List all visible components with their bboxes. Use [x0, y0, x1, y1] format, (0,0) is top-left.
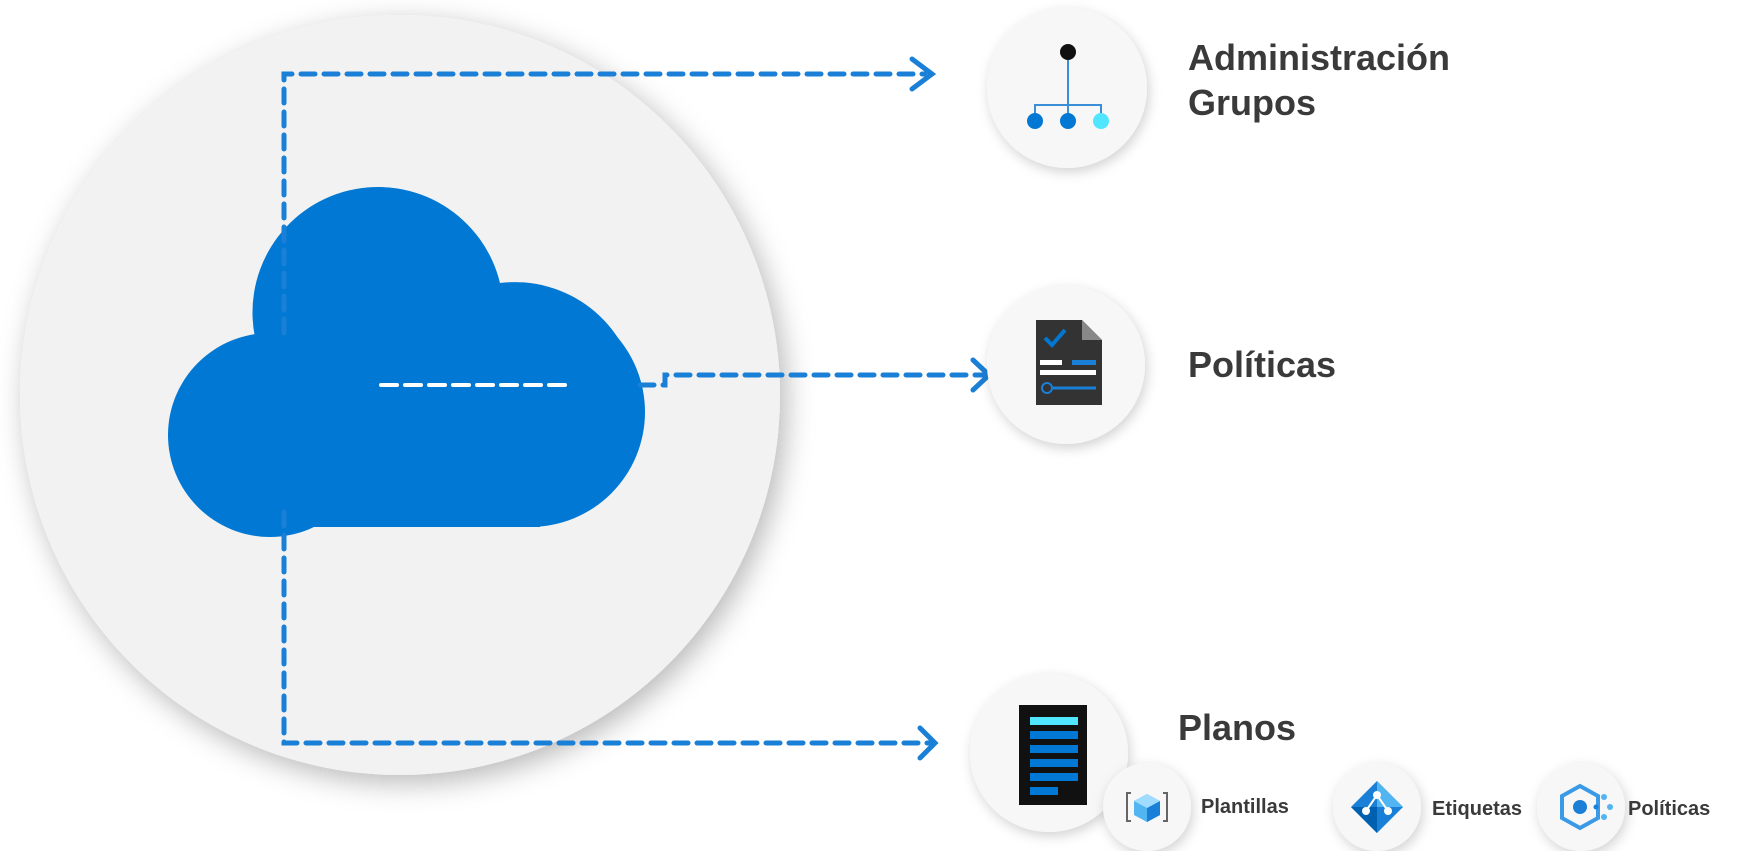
policies-label: Políticas: [1188, 344, 1337, 385]
management-groups-label-line1: Administración: [1188, 37, 1451, 78]
blueprint-icon: [1019, 705, 1087, 805]
connector-blueprints: [281, 509, 939, 761]
policy-document-icon: [1036, 320, 1102, 405]
tags-label: Etiquetas: [1432, 798, 1523, 820]
templates-label: Plantillas: [1201, 796, 1289, 818]
connector-management-groups: [281, 56, 937, 336]
management-groups-label-line2: Grupos: [1188, 82, 1317, 123]
policy-hex-icon: [1560, 783, 1613, 831]
cloud-icon: [168, 186, 645, 537]
blueprints-label: Planos: [1178, 707, 1297, 748]
tag-diamond-icon: [1351, 781, 1403, 833]
policies-small-label: Políticas: [1628, 798, 1711, 820]
template-cube-icon: [1126, 792, 1168, 822]
hierarchy-icon: [1027, 44, 1109, 129]
